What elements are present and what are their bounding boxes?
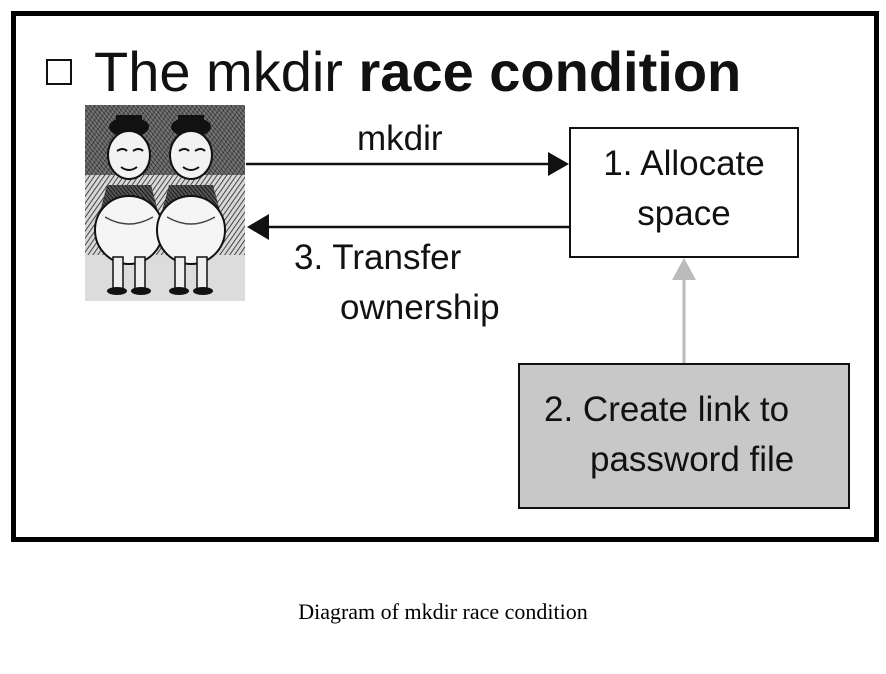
title-regular: The mkdir [94,40,343,103]
allocate-space-box: 1. Allocate space [569,127,799,258]
bullet-box-icon [46,59,72,85]
transfer-label-line1: 3. Transfer [294,238,462,277]
title-bold: race condition [358,40,742,103]
allocate-space-line2: space [637,194,731,233]
create-link-box: 2. Create link to password file [518,363,850,509]
mkdir-arrow [246,152,569,176]
create-link-line1: 2. Create link to [544,390,790,429]
slide-title: The mkdir race condition [46,40,741,104]
create-link-arrow [672,258,696,363]
allocate-space-line1: 1. Allocate [603,144,765,183]
transfer-ownership-arrow [247,214,569,240]
create-link-line2: password file [590,440,795,479]
mkdir-label: mkdir [357,119,443,158]
figure-caption: Diagram of mkdir race condition [298,599,588,624]
slide-frame: The mkdir race condition [11,11,879,542]
tweedle-twins-illustration [85,105,245,301]
arrows-layer [246,152,696,363]
transfer-label-line2: ownership [340,288,500,327]
